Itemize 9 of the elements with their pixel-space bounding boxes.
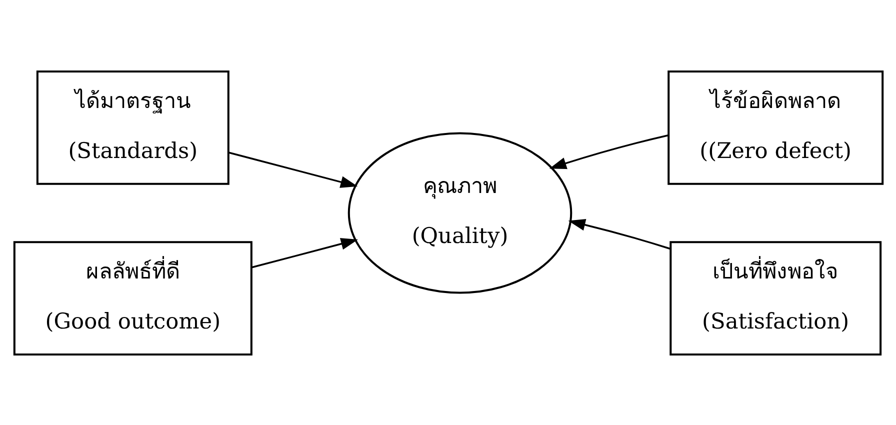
arrow [228, 151, 358, 188]
node-box: ไร้ข้อผิดพลาด ((Zero defect) [667, 70, 884, 184]
node-box: ได้มาตรฐาน (Standards) [36, 70, 229, 184]
arrow [568, 218, 670, 250]
node-ellipse: คุณภาพ (Quality) [347, 132, 572, 294]
arrow [548, 134, 668, 169]
arrow [251, 238, 358, 268]
node-box: ผลลัพธ์ที่ดี (Good outcome) [12, 240, 252, 356]
node-box: เป็นที่พึงพอใจ (Satisfaction) [669, 240, 882, 356]
